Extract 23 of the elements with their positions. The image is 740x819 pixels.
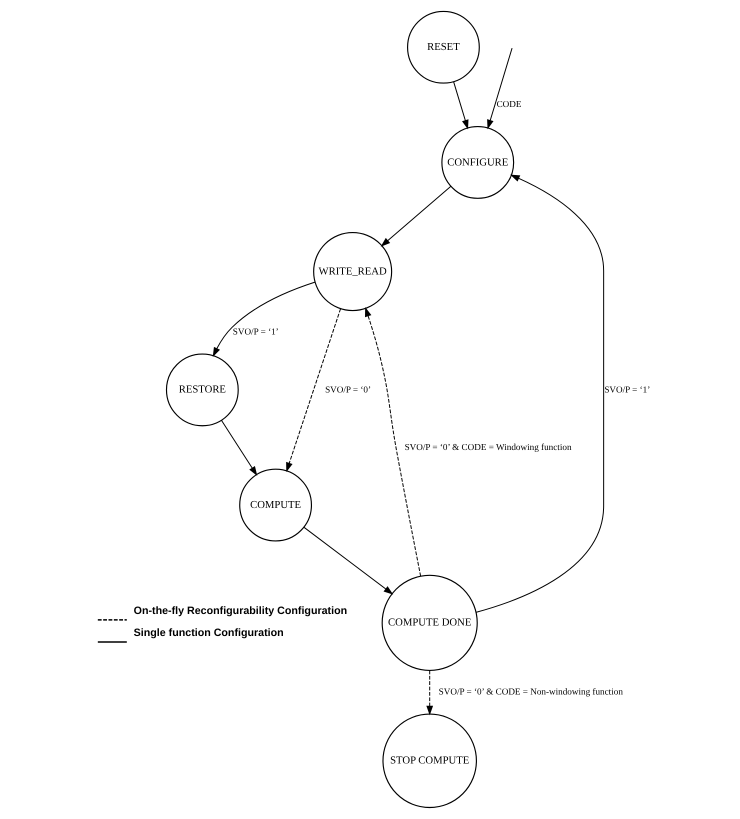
- node-circle: CONFIGURE: [441, 126, 514, 199]
- edge-label: SVO/P = ‘1’: [232, 326, 279, 337]
- edge-label: SVO/P = ‘1’: [604, 384, 650, 394]
- arrow: [380, 186, 452, 247]
- node-circle: RESTORE: [166, 353, 239, 426]
- arrow: [221, 420, 258, 476]
- arrow: [453, 81, 468, 130]
- node-circle: COMPUTE: [239, 468, 312, 542]
- edge-label: SVO/P = ‘0’: [325, 384, 372, 394]
- arrow: [487, 48, 513, 130]
- arrow: [212, 282, 316, 357]
- arrow: [476, 174, 604, 613]
- arrow: [303, 526, 394, 595]
- legend-label: On-the-fly Reconfigurability Configuration: [134, 604, 348, 617]
- edge-label: CODE: [496, 99, 522, 110]
- arrow: [426, 670, 434, 716]
- node-circle: STOP COMPUTE: [382, 714, 477, 808]
- node-circle: RESET: [407, 10, 480, 84]
- arrow: [286, 308, 342, 472]
- edge-label: SVO/P = ‘0’ & CODE = Non-windowing function: [438, 686, 623, 697]
- arrow: [365, 307, 422, 577]
- edge-label: SVO/P = ‘0’ & CODE = Windowing function: [404, 442, 572, 452]
- legend-label: Single function Configuration: [134, 627, 284, 639]
